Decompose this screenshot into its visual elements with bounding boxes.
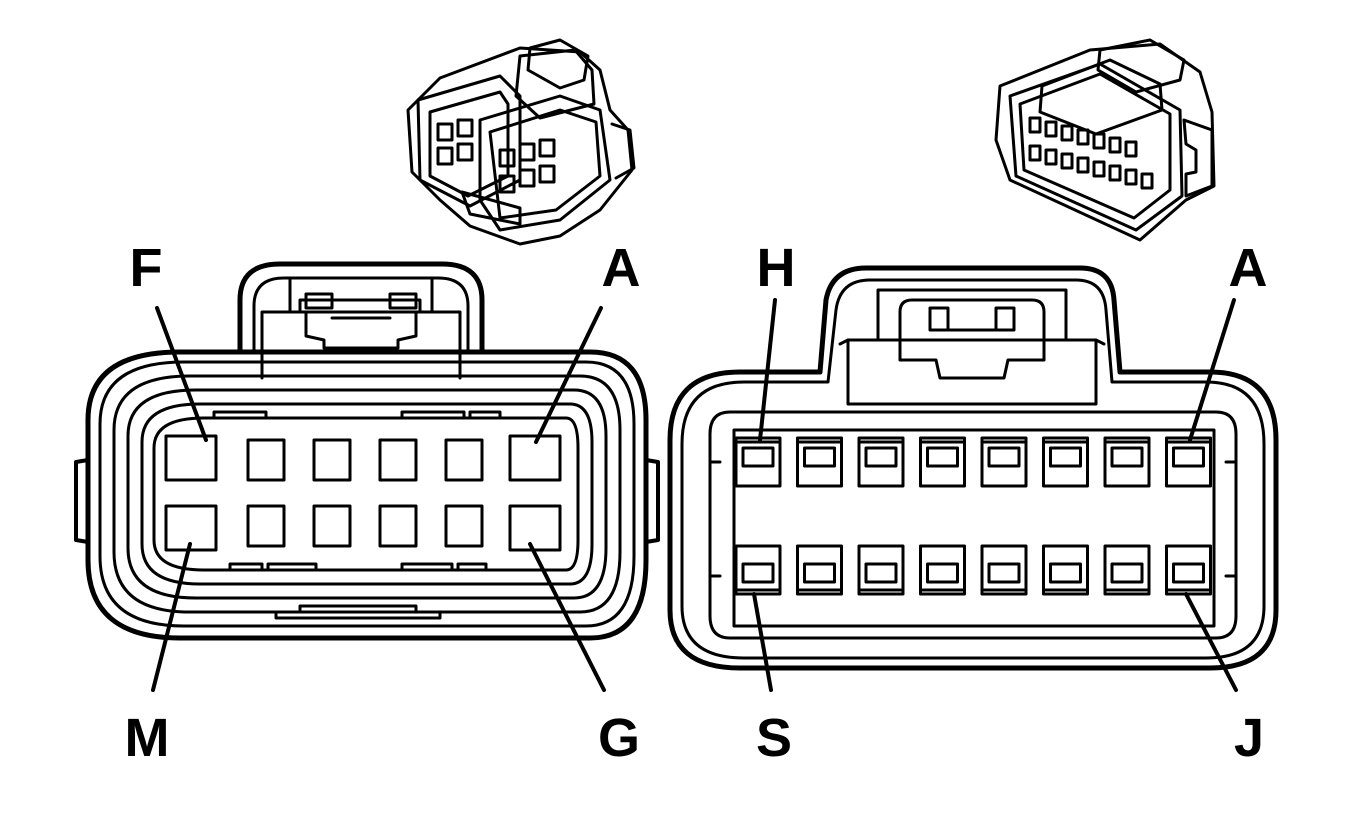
right-connector-face — [667, 265, 1279, 692]
pin-cavity — [1042, 436, 1089, 488]
pin-label-f: F — [130, 238, 163, 298]
pin-label-s: S — [756, 708, 792, 768]
pin-terminal — [803, 562, 836, 584]
pin-terminal — [803, 446, 836, 468]
pin-cavity — [508, 434, 562, 482]
pin-terminal — [741, 446, 775, 468]
pin-cavity — [1103, 544, 1151, 596]
leader-line-h — [758, 298, 777, 442]
pin-terminal — [864, 562, 898, 584]
pin-cavity — [508, 504, 562, 552]
pin-terminal — [1172, 446, 1205, 468]
pin-terminal — [1049, 562, 1082, 584]
pin-terminal — [1172, 562, 1205, 584]
pin-label-a-right: A — [1229, 238, 1268, 298]
leader-line-s — [752, 592, 773, 692]
pin-terminal — [1110, 446, 1144, 468]
pin-cavity — [312, 438, 352, 482]
pin-label-j: J — [1234, 708, 1264, 768]
pin-cavity — [980, 436, 1028, 488]
pin-terminal — [864, 446, 898, 468]
pin-terminal — [926, 562, 959, 584]
left-connector-3d-view — [406, 38, 636, 246]
pin-cavity — [919, 436, 966, 488]
pin-cavity — [734, 436, 782, 488]
pin-cavity — [312, 504, 352, 548]
pin-label-g: G — [598, 708, 640, 768]
pin-cavity — [444, 438, 484, 482]
leader-line-f — [155, 306, 208, 442]
pin-cavity — [857, 436, 905, 488]
pin-cavity — [246, 438, 286, 482]
pin-cavity — [246, 504, 286, 548]
pin-cavity — [796, 436, 843, 488]
pin-cavity — [919, 544, 966, 596]
pin-terminal — [987, 446, 1021, 468]
pin-terminal — [926, 446, 959, 468]
pin-cavity — [378, 438, 418, 482]
pin-terminal — [987, 562, 1021, 584]
pin-cavity — [796, 544, 843, 596]
left-connector-face — [74, 261, 660, 692]
pin-cavity — [1103, 436, 1151, 488]
pin-label-h: H — [757, 238, 796, 298]
pin-cavity — [164, 504, 218, 552]
pin-terminal — [1049, 446, 1082, 468]
right-pin-grid — [734, 436, 1212, 596]
leader-line-g — [528, 542, 606, 692]
pin-cavity — [734, 544, 782, 596]
leader-line-j — [1184, 592, 1238, 692]
pin-cavity — [164, 434, 218, 482]
pin-label-m: M — [125, 708, 170, 768]
pin-terminal — [1110, 562, 1144, 584]
pin-cavity — [378, 504, 418, 548]
pin-cavity — [857, 544, 905, 596]
pin-cavity — [1165, 544, 1212, 596]
right-connector-3d-view — [994, 38, 1216, 242]
pin-cavity — [444, 504, 484, 548]
pin-cavity — [1165, 436, 1212, 488]
leader-line-a-right — [1188, 298, 1236, 442]
leader-line-a-left — [534, 306, 603, 444]
pin-label-a-left: A — [602, 238, 641, 298]
pin-cavity — [980, 544, 1028, 596]
leader-line-m — [151, 542, 192, 692]
pin-cavity — [1042, 544, 1089, 596]
pin-terminal — [741, 562, 775, 584]
